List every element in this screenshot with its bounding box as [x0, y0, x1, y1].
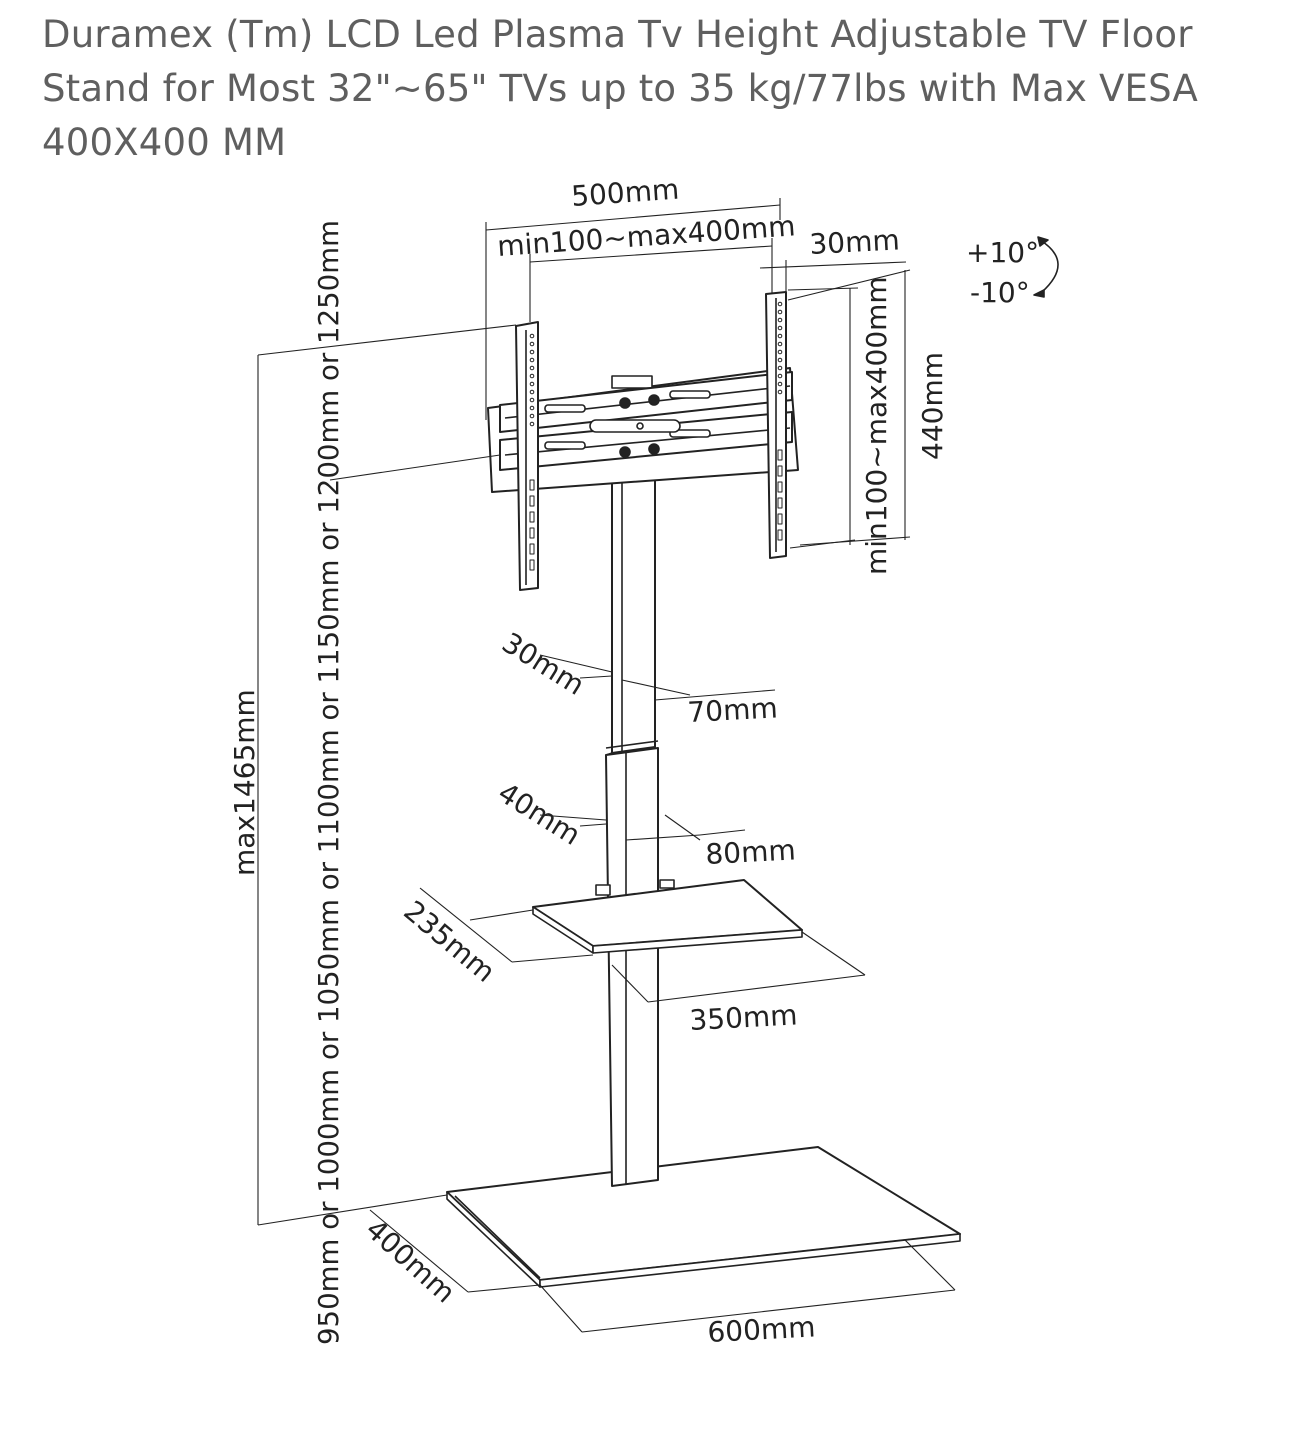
label-vesa-horizontal: min100~max400mm	[496, 209, 796, 263]
label-upper-pole-depth: 30mm	[496, 626, 590, 702]
label-base-depth: 400mm	[359, 1213, 461, 1310]
label-vesa-vertical: min100~max400mm	[860, 276, 893, 575]
base-plate	[446, 1146, 961, 1288]
label-shelf-width: 350mm	[689, 998, 799, 1037]
label-lower-pole-width: 80mm	[705, 833, 797, 871]
label-tilt-up: +10°	[966, 236, 1039, 269]
label-tilt-down: -10°	[970, 276, 1030, 309]
vesa-bracket	[487, 291, 799, 591]
label-max-height: max1465mm	[228, 689, 261, 876]
glass-shelf	[532, 879, 803, 954]
label-height-options: 950mm or 1000mm or 1050mm or 1100mm or 1…	[312, 220, 345, 1345]
dimension-lines	[257, 198, 956, 1333]
label-bracket-width: 500mm	[570, 173, 680, 213]
label-bracket-depth: 30mm	[809, 223, 901, 261]
product-title: Duramex (Tm) LCD Led Plasma Tv Height Ad…	[42, 13, 1199, 164]
label-base-width: 600mm	[707, 1310, 817, 1349]
tilt-arc-icon	[1033, 236, 1059, 298]
label-lower-pole-depth: 40mm	[492, 776, 586, 852]
label-bracket-height: 440mm	[916, 352, 949, 460]
label-upper-pole-width: 70mm	[687, 691, 779, 729]
floor-column	[605, 471, 659, 1187]
